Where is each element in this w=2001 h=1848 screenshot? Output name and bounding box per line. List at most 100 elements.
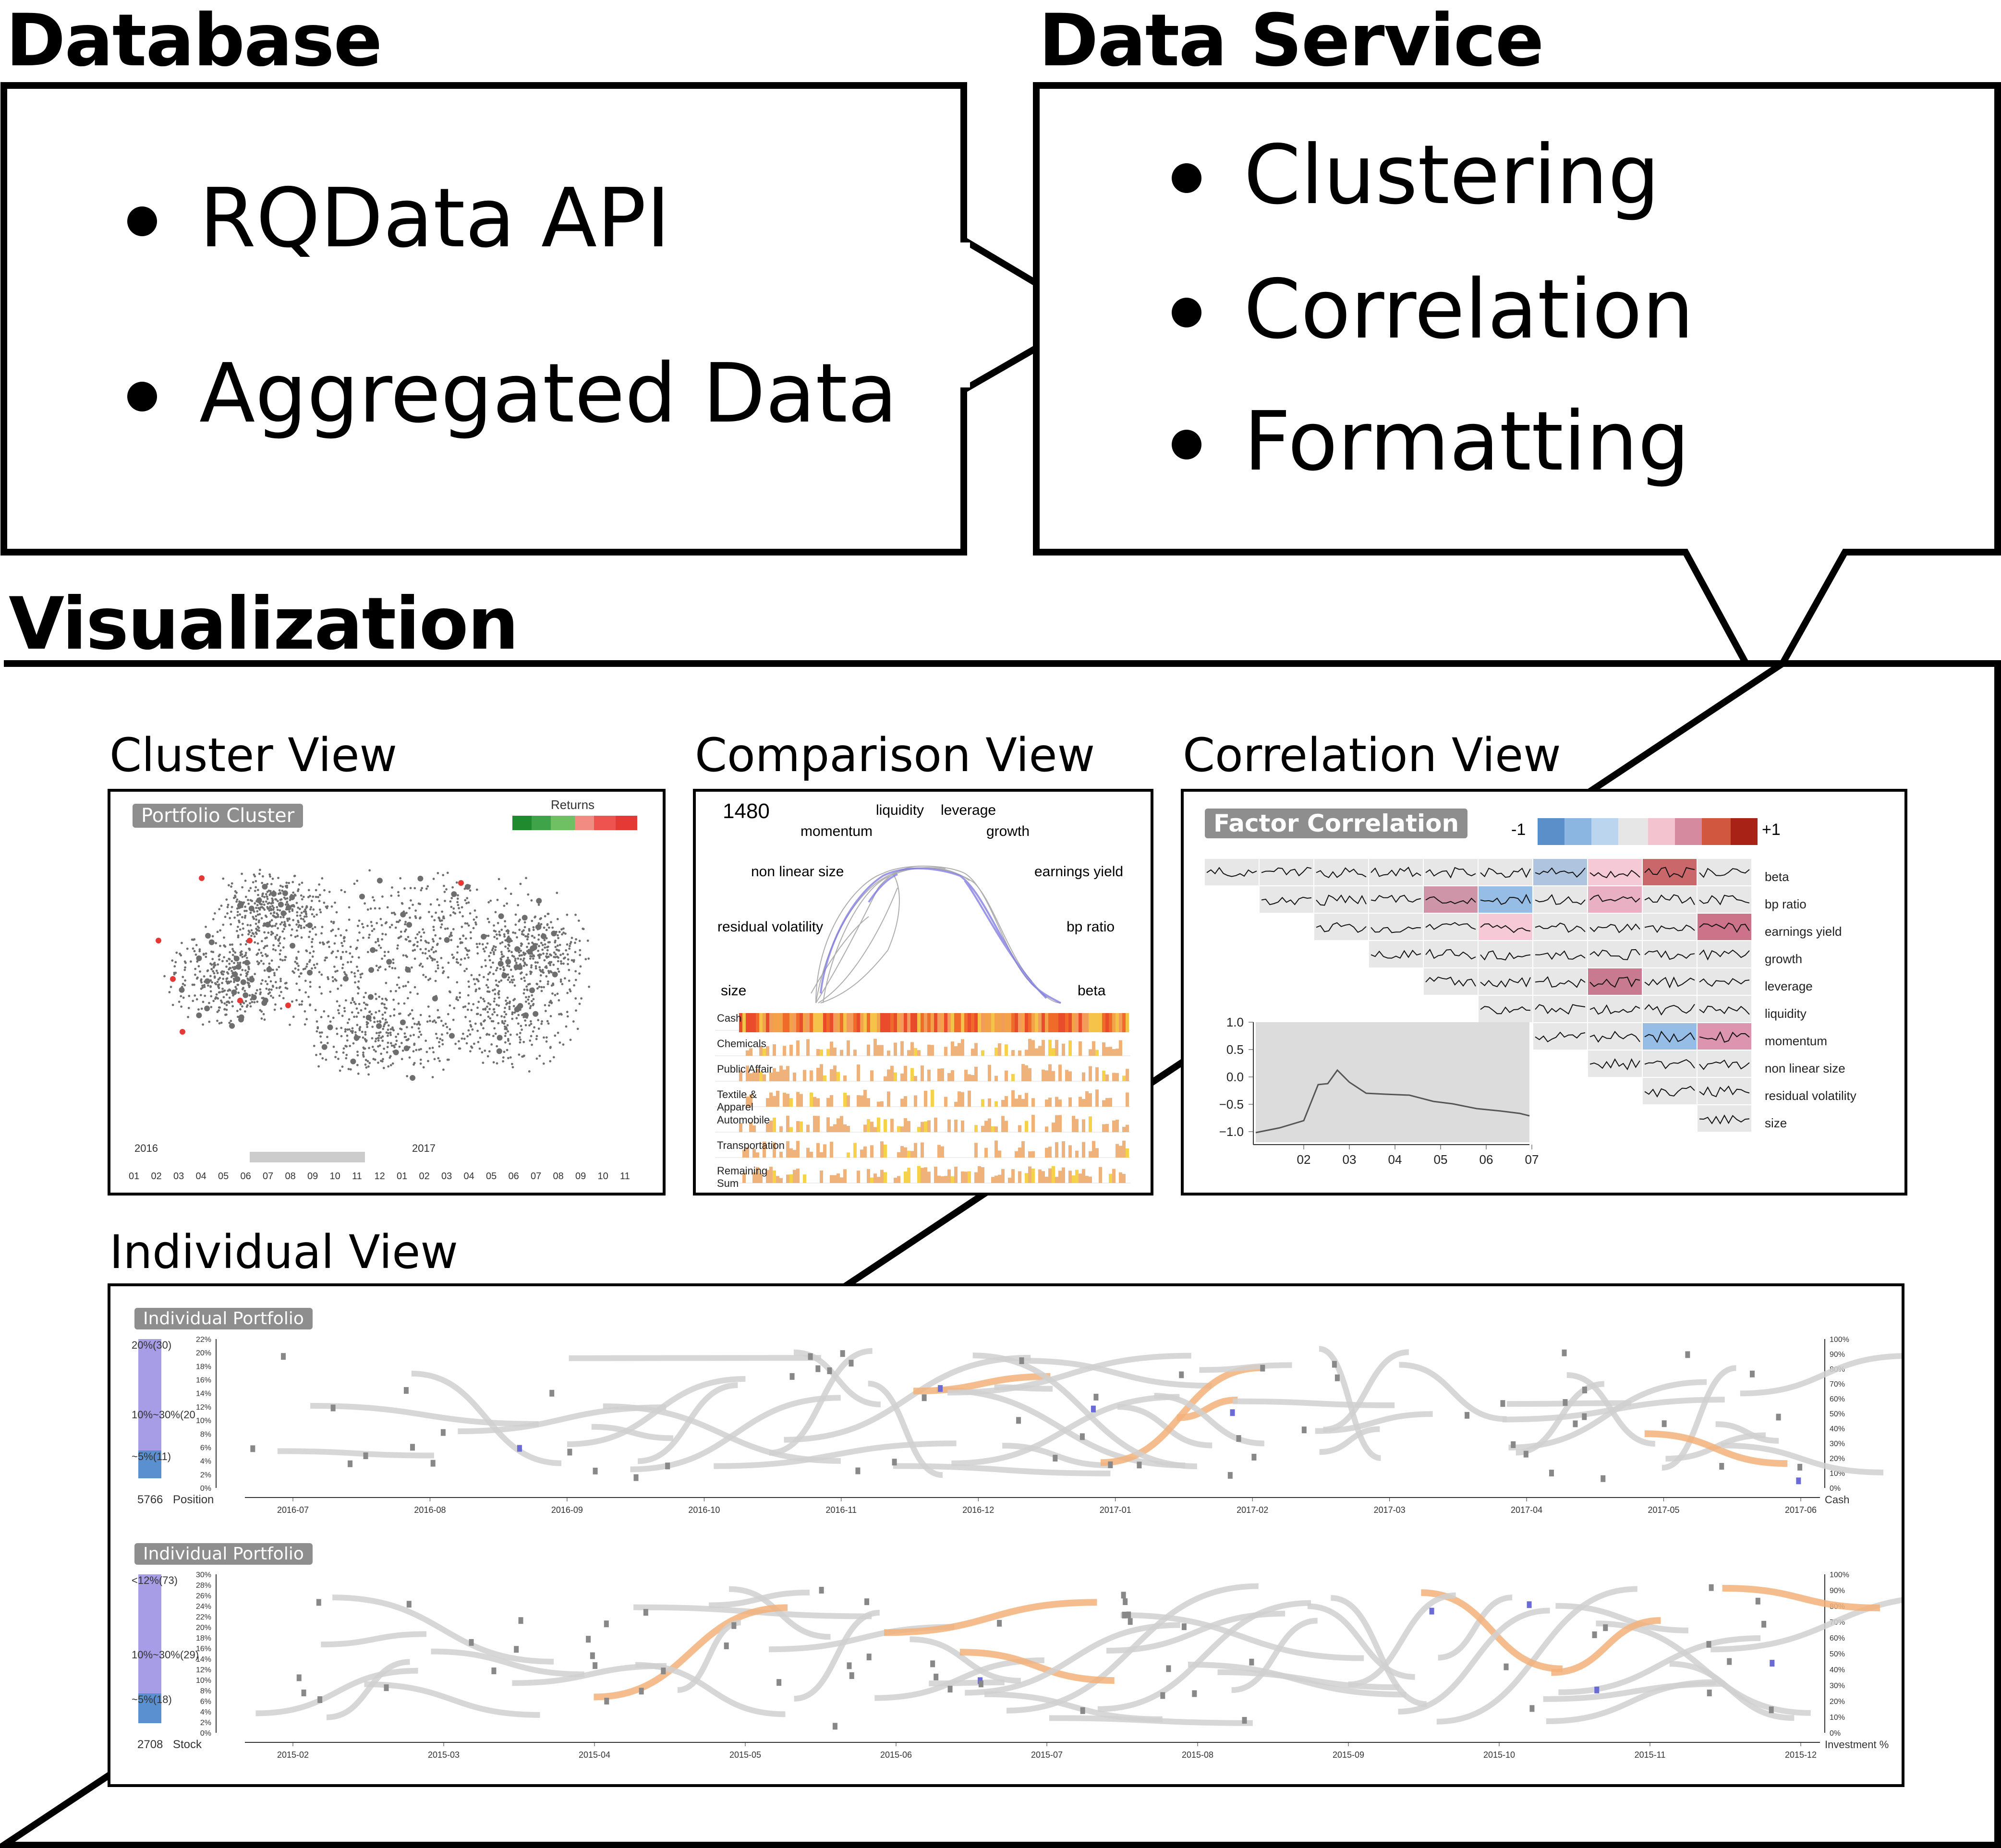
portfolio-point[interactable] — [486, 1011, 489, 1014]
portfolio-point[interactable] — [297, 926, 300, 928]
portfolio-point[interactable] — [531, 935, 534, 937]
portfolio-point[interactable] — [558, 943, 561, 946]
portfolio-point[interactable] — [245, 956, 248, 959]
portfolio-point[interactable] — [545, 955, 547, 958]
portfolio-point[interactable] — [443, 891, 446, 893]
portfolio-point[interactable] — [464, 884, 471, 890]
position-flow[interactable] — [984, 1691, 1163, 1722]
portfolio-point[interactable] — [441, 1033, 443, 1036]
portfolio-point[interactable] — [470, 974, 473, 977]
portfolio-point[interactable] — [323, 889, 326, 892]
portfolio-point[interactable] — [464, 947, 467, 950]
portfolio-point[interactable] — [230, 923, 232, 926]
portfolio-point[interactable] — [329, 1020, 332, 1023]
portfolio-point[interactable] — [502, 1060, 504, 1063]
portfolio-point[interactable] — [414, 909, 417, 912]
trade-marker[interactable] — [549, 1389, 555, 1397]
portfolio-point[interactable] — [340, 934, 342, 937]
portfolio-point[interactable] — [432, 940, 435, 942]
portfolio-point[interactable] — [251, 979, 253, 982]
portfolio-point[interactable] — [400, 930, 402, 933]
portfolio-point[interactable] — [264, 998, 267, 1001]
portfolio-point[interactable] — [197, 1008, 200, 1011]
correlation-cell[interactable] — [1588, 1023, 1642, 1050]
portfolio-point[interactable] — [567, 963, 569, 966]
trade-marker[interactable] — [593, 1467, 598, 1474]
portfolio-point[interactable] — [432, 951, 435, 954]
portfolio-point[interactable] — [337, 1009, 340, 1012]
portfolio-point[interactable] — [300, 972, 303, 975]
portfolio-point[interactable] — [378, 1020, 381, 1023]
portfolio-point[interactable] — [356, 1051, 359, 1053]
portfolio-point[interactable] — [505, 999, 507, 1002]
portfolio-point[interactable] — [181, 942, 183, 944]
portfolio-point[interactable] — [326, 1042, 329, 1044]
portfolio-point[interactable] — [413, 887, 416, 890]
portfolio-point[interactable] — [403, 887, 406, 890]
portfolio-point[interactable] — [461, 941, 463, 944]
portfolio-point[interactable] — [549, 953, 551, 956]
trade-marker[interactable] — [978, 1680, 983, 1688]
portfolio-point[interactable] — [382, 1067, 385, 1069]
portfolio-point[interactable] — [337, 928, 340, 930]
portfolio-point[interactable] — [389, 1034, 392, 1036]
portfolio-point[interactable] — [282, 923, 285, 926]
portfolio-point[interactable] — [372, 1058, 375, 1061]
portfolio-point[interactable] — [558, 949, 560, 952]
trade-marker[interactable] — [1137, 1461, 1142, 1469]
portfolio-point[interactable] — [210, 968, 213, 970]
portfolio-point[interactable] — [202, 1023, 204, 1026]
portfolio-point[interactable] — [260, 917, 263, 919]
portfolio-point[interactable] — [392, 998, 395, 1001]
portfolio-point[interactable] — [509, 981, 511, 983]
portfolio-point[interactable] — [503, 935, 506, 938]
portfolio-point[interactable] — [485, 1033, 488, 1036]
portfolio-point[interactable] — [389, 1064, 392, 1066]
portfolio-point[interactable] — [411, 1009, 413, 1012]
portfolio-point[interactable] — [509, 893, 512, 895]
portfolio-point[interactable] — [349, 952, 352, 955]
portfolio-point-highlight[interactable] — [458, 880, 464, 886]
portfolio-point[interactable] — [318, 971, 321, 974]
portfolio-point[interactable] — [497, 1004, 500, 1007]
portfolio-point[interactable] — [492, 973, 495, 975]
portfolio-point[interactable] — [280, 921, 283, 924]
portfolio-point[interactable] — [503, 1015, 506, 1018]
portfolio-point[interactable] — [574, 942, 576, 944]
portfolio-point[interactable] — [497, 1022, 500, 1025]
portfolio-point[interactable] — [282, 997, 285, 1000]
portfolio-point[interactable] — [254, 941, 256, 944]
portfolio-point[interactable] — [498, 996, 500, 999]
portfolio-point[interactable] — [242, 987, 244, 990]
portfolio-point[interactable] — [564, 977, 566, 980]
portfolio-point[interactable] — [386, 906, 389, 909]
portfolio-point[interactable] — [279, 953, 281, 955]
portfolio-point[interactable] — [267, 902, 269, 905]
portfolio-point[interactable] — [447, 976, 449, 978]
portfolio-point[interactable] — [279, 978, 282, 980]
portfolio-point[interactable] — [321, 926, 324, 929]
portfolio-point[interactable] — [523, 988, 526, 991]
portfolio-point[interactable] — [272, 948, 275, 951]
portfolio-point[interactable] — [307, 896, 310, 898]
portfolio-point[interactable] — [331, 929, 334, 931]
portfolio-point[interactable] — [295, 999, 298, 1002]
portfolio-point[interactable] — [516, 936, 518, 939]
portfolio-point[interactable] — [469, 1033, 472, 1036]
portfolio-point[interactable] — [381, 1017, 384, 1020]
portfolio-point[interactable] — [540, 954, 542, 956]
portfolio-point[interactable] — [504, 1032, 507, 1035]
portfolio-point[interactable] — [264, 953, 267, 955]
portfolio-point[interactable] — [427, 978, 430, 981]
portfolio-point[interactable] — [378, 1044, 381, 1047]
portfolio-point[interactable] — [337, 1058, 340, 1060]
portfolio-point[interactable] — [205, 926, 207, 928]
portfolio-point[interactable] — [321, 1057, 324, 1060]
portfolio-point[interactable] — [314, 966, 316, 969]
portfolio-point[interactable] — [455, 998, 458, 1001]
position-flow[interactable] — [1721, 1442, 1884, 1475]
position-flow[interactable] — [591, 1424, 673, 1441]
portfolio-point[interactable] — [442, 915, 445, 918]
position-flow[interactable] — [1315, 1411, 1433, 1434]
portfolio-point[interactable] — [504, 1006, 506, 1009]
